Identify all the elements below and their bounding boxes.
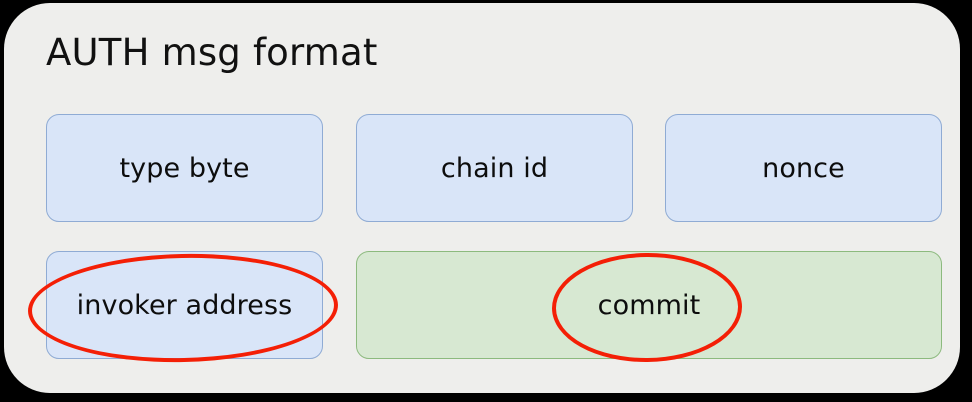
field-label: commit [597, 289, 701, 321]
page-title: AUTH msg format [46, 31, 378, 74]
field-label: type byte [119, 152, 250, 184]
field-label: invoker address [76, 289, 293, 321]
auth-msg-format-panel: AUTH msg format type byte chain id nonce… [4, 3, 960, 393]
field-label: chain id [440, 152, 549, 184]
field-invoker-address[interactable]: invoker address [46, 251, 323, 359]
field-type-byte[interactable]: type byte [46, 114, 323, 222]
field-nonce[interactable]: nonce [665, 114, 942, 222]
field-chain-id[interactable]: chain id [356, 114, 633, 222]
field-label: nonce [762, 152, 845, 184]
field-commit[interactable]: commit [356, 251, 942, 359]
